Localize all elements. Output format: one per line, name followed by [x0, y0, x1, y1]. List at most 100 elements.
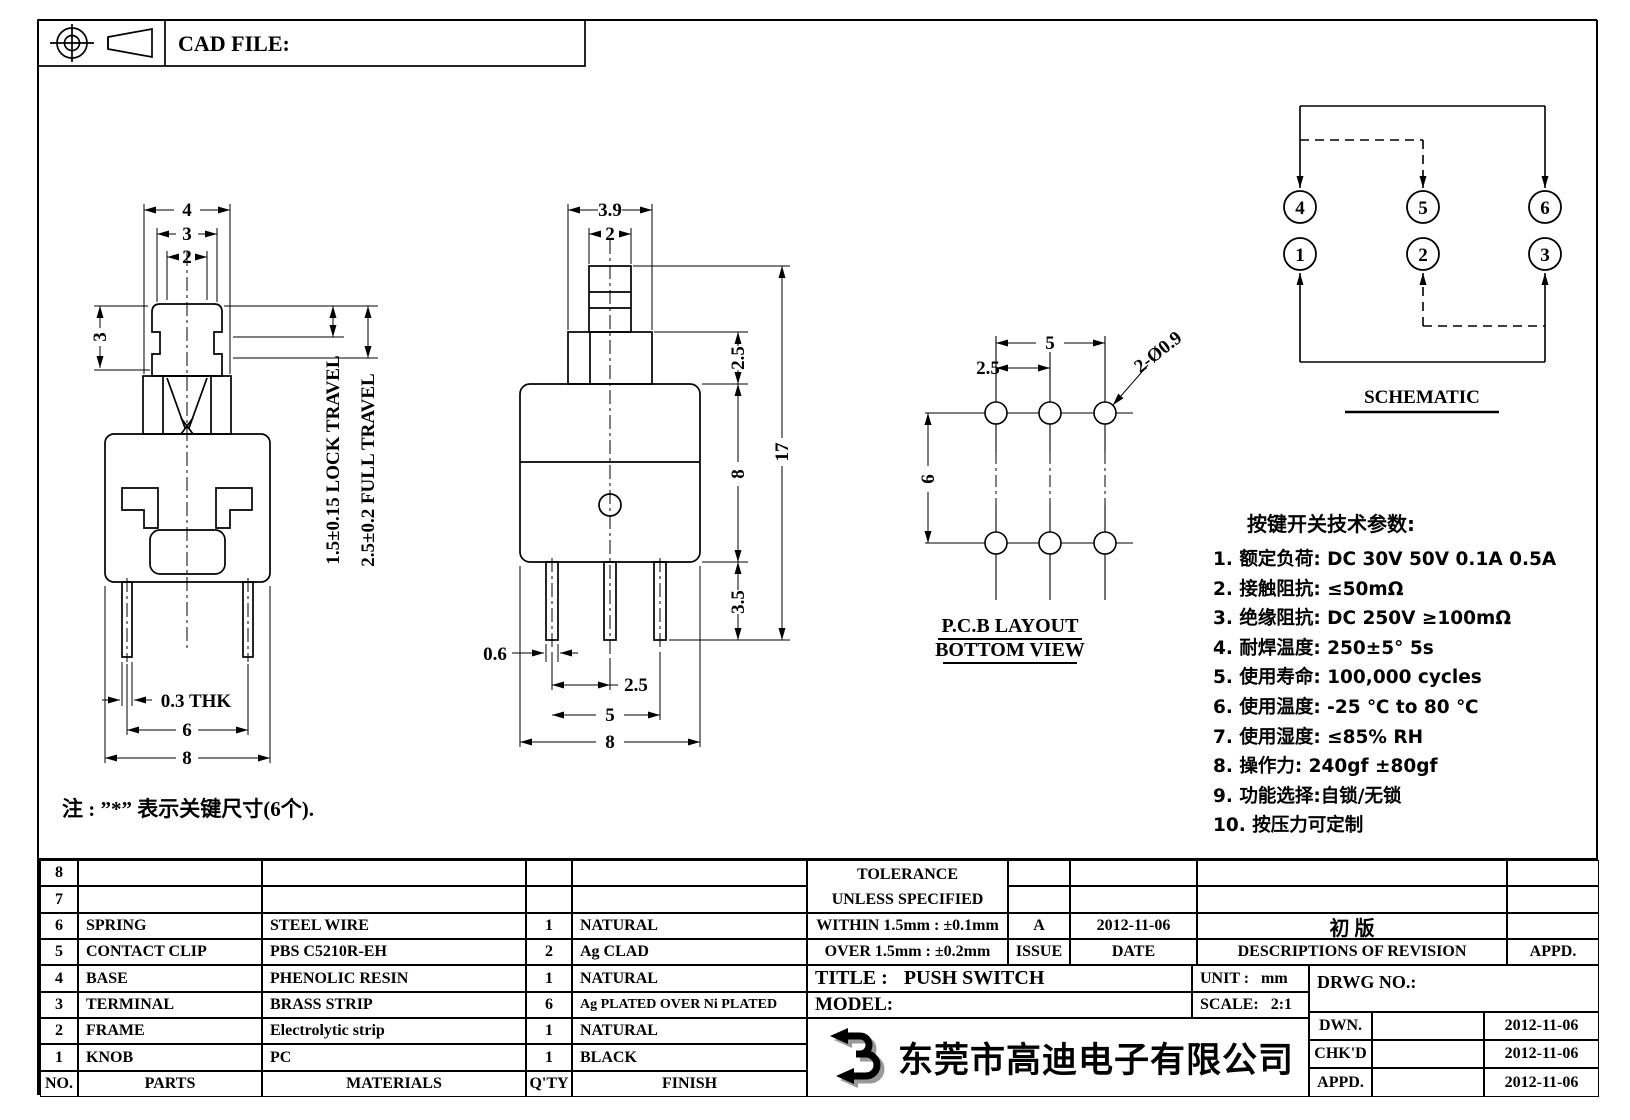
tolerance-within: WITHIN 1.5mm : ±0.1mm [807, 913, 1008, 939]
empty-cell [1507, 860, 1599, 886]
title-value: PUSH SWITCH [903, 967, 1045, 989]
parts-row-part [78, 886, 262, 913]
chkd-date: 2012-11-06 [1484, 1040, 1599, 1068]
pin-5: 5 [1418, 198, 1428, 219]
appd-label: APPD. [1309, 1068, 1372, 1097]
parts-row-material: STEEL WIRE [262, 913, 526, 939]
parameter-item: 9. 功能选择:自锁/无锁 [1213, 785, 1402, 807]
parts-row-material: Electrolytic strip [262, 1018, 526, 1044]
parts-row-qty: 2 [526, 939, 572, 965]
scale-cell: SCALE: 2:1 [1192, 992, 1309, 1018]
model-label: MODEL: [815, 994, 894, 1015]
parts-header-no: NO. [40, 1071, 78, 1097]
parts-header-qty: Q'TY [526, 1071, 572, 1097]
tolerance-line1: TOLERANCE [856, 865, 959, 883]
schematic-view: 4 5 6 1 2 3 SCHEMATIC [1283, 105, 1562, 414]
dim-side-06: 0.6 [483, 644, 507, 665]
parts-row-material: PHENOLIC RESIN [262, 965, 526, 992]
tolerance-over: OVER 1.5mm : ±0.2mm [807, 939, 1008, 965]
tolerance-line2: UNLESS SPECIFIED [831, 890, 984, 908]
cad-file-label: CAD FILE: [178, 31, 290, 56]
cad-file-header [37, 19, 586, 67]
dim-front-2: 2 [182, 247, 192, 268]
scale-value: 2:1 [1270, 996, 1293, 1013]
parts-row-no: 6 [40, 913, 78, 939]
dim-front-3: 3 [182, 224, 192, 245]
dim-front-8: 8 [182, 748, 192, 769]
parts-header-finish: FINISH [572, 1071, 807, 1097]
scale-label: SCALE: [1200, 996, 1259, 1013]
parts-row-no: 2 [40, 1018, 78, 1044]
dim-front-height-3: 3 [90, 332, 111, 342]
unit-cell: UNIT : mm [1192, 965, 1309, 992]
pin-1: 1 [1295, 245, 1305, 266]
parameter-item: 10. 按压力可定制 [1213, 815, 1364, 837]
dim-side-35: 3.5 [728, 590, 749, 614]
appd-column-label: APPD. [1507, 939, 1599, 965]
dim-front-4: 4 [182, 200, 192, 221]
model-row: MODEL: [807, 992, 1192, 1018]
parts-row-part: CONTACT CLIP [78, 939, 262, 965]
parts-row-finish [572, 860, 807, 886]
side-view: 3.9 2 2.5 8 3.5 17 0.6 2.5 5 8 [483, 200, 793, 753]
parts-row-material [262, 860, 526, 886]
parts-row-finish: BLACK [572, 1044, 807, 1071]
parameter-item: 2. 接触阻抗: ≤50mΩ [1213, 578, 1404, 600]
parts-row-finish: Ag CLAD [572, 939, 807, 965]
terminal-leg [121, 581, 133, 658]
empty-cell [1507, 913, 1599, 939]
title-block-table: 8 7 6 5 4 3 2 1 NO. SPRING CONTACT CLIP … [38, 858, 1599, 1097]
drwg-no-cell: DRWG NO.: [1309, 965, 1599, 1012]
chkd-label: CHK'D [1309, 1040, 1372, 1068]
issue-value: A [1008, 913, 1070, 939]
parameter-item: 1. 额定负荷: DC 30V 50V 0.1A 0.5A [1213, 549, 1557, 570]
parameter-item: 6. 使用温度: -25 ℃ to 80 ℃ [1213, 696, 1479, 718]
parts-row-qty: 1 [526, 913, 572, 939]
schematic-pins [1283, 190, 1562, 271]
parts-row-finish [572, 886, 807, 913]
dwn-value [1372, 1012, 1484, 1040]
technical-parameters: 按键开关技术参数: 1. 额定负荷: DC 30V 50V 0.1A 0.5A … [1213, 508, 1595, 841]
revision-label: DESCRIPTIONS OF REVISION [1197, 939, 1507, 965]
dim-front-6: 6 [182, 720, 192, 741]
dim-full-travel: 2.5±0.2 FULL TRAVEL [358, 373, 379, 566]
terminal-leg [242, 581, 254, 658]
pin-2: 2 [1418, 245, 1428, 266]
dim-side-8-bottom: 8 [605, 732, 615, 753]
parts-row-part: BASE [78, 965, 262, 992]
dim-side-25-top: 2.5 [728, 346, 749, 370]
unit-value: mm [1261, 969, 1288, 987]
parameters-title: 按键开关技术参数: [1247, 512, 1415, 536]
dim-pcb-hole: 2-Ø0.9 [1130, 327, 1186, 377]
parts-row-qty [526, 860, 572, 886]
dim-thk: 0.3 THK [161, 691, 232, 712]
dim-pcb-5: 5 [1045, 333, 1055, 354]
parts-row-part: KNOB [78, 1044, 262, 1071]
appd-value [1372, 1068, 1484, 1097]
pcb-caption-2: BOTTOM VIEW [935, 639, 1085, 661]
empty-cell [1507, 886, 1599, 913]
parts-row-qty: 1 [526, 1018, 572, 1044]
pin-4: 4 [1295, 198, 1305, 219]
empty-cell [1070, 860, 1197, 886]
parts-row-qty: 1 [526, 1044, 572, 1071]
parameter-item: 4. 耐焊温度: 250±5° 5s [1213, 637, 1434, 659]
dim-side-2: 2 [605, 224, 615, 245]
parts-row-finish: Ag PLATED OVER Ni PLATED [572, 992, 807, 1018]
pcb-holes [984, 401, 1117, 555]
dim-side-39: 3.9 [598, 200, 622, 221]
parts-row-finish: NATURAL [572, 913, 807, 939]
projection-symbol-icon [50, 24, 94, 62]
parts-row-part: SPRING [78, 913, 262, 939]
dim-pcb-6: 6 [918, 474, 939, 484]
parts-row-finish: NATURAL [572, 1018, 807, 1044]
parts-row-part: FRAME [78, 1018, 262, 1044]
parts-row-material: PBS C5210R-EH [262, 939, 526, 965]
parts-row-material: PC [262, 1044, 526, 1071]
revision-description: 初 版 [1197, 913, 1507, 939]
dwn-date: 2012-11-06 [1484, 1012, 1599, 1040]
parts-row-material: BRASS STRIP [262, 992, 526, 1018]
parts-row-part [78, 860, 262, 886]
